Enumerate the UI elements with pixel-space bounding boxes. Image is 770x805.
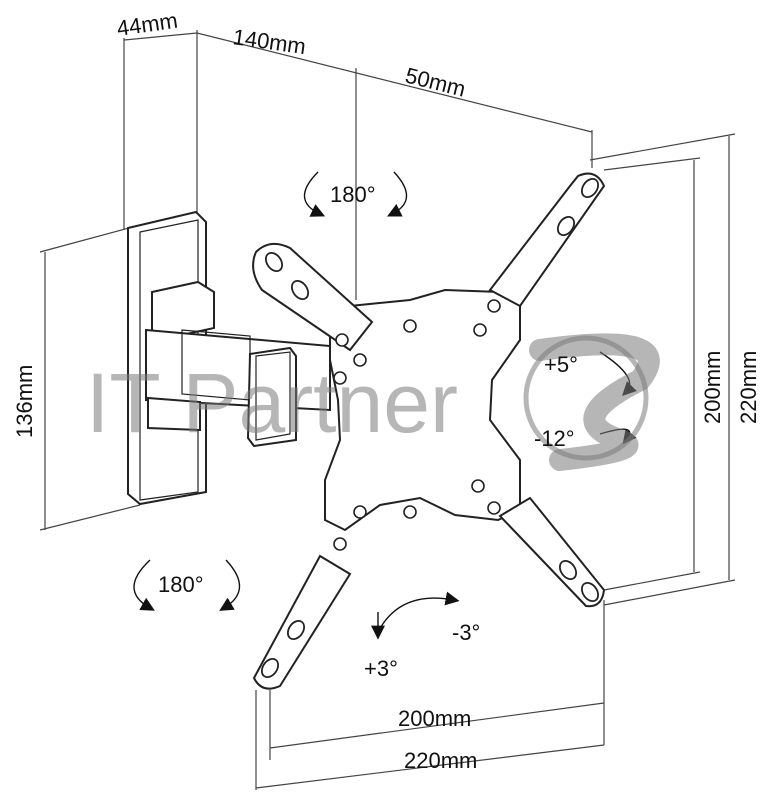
watermark-logo-s <box>529 333 660 471</box>
label-swivel-bottom: 180° <box>158 572 204 597</box>
label-tilt-up: +5° <box>544 352 578 377</box>
label-arm-length: 140mm <box>231 24 307 59</box>
swing-arm <box>145 280 331 448</box>
label-tilt-down: -12° <box>534 426 575 451</box>
label-swivel-top: 180° <box>330 182 376 207</box>
label-vesa-horizontal-inner: 200mm <box>398 706 471 731</box>
label-wall-plate-height: 136mm <box>12 365 37 438</box>
vesa-plate <box>252 172 606 690</box>
label-offset: 50mm <box>403 63 468 102</box>
watermark-text: IT Partner <box>86 356 458 450</box>
label-rotate-left: +3° <box>364 656 398 681</box>
label-vesa-vertical-outer: 220mm <box>736 351 761 424</box>
watermark: IT Partner <box>86 333 660 471</box>
label-rotate-right: -3° <box>452 620 480 645</box>
vesa-slots <box>260 177 600 679</box>
bolts <box>333 299 501 551</box>
label-vesa-vertical-inner: 200mm <box>700 351 725 424</box>
dimension-lines <box>39 30 736 790</box>
label-vesa-horizontal-outer: 220mm <box>404 748 477 773</box>
